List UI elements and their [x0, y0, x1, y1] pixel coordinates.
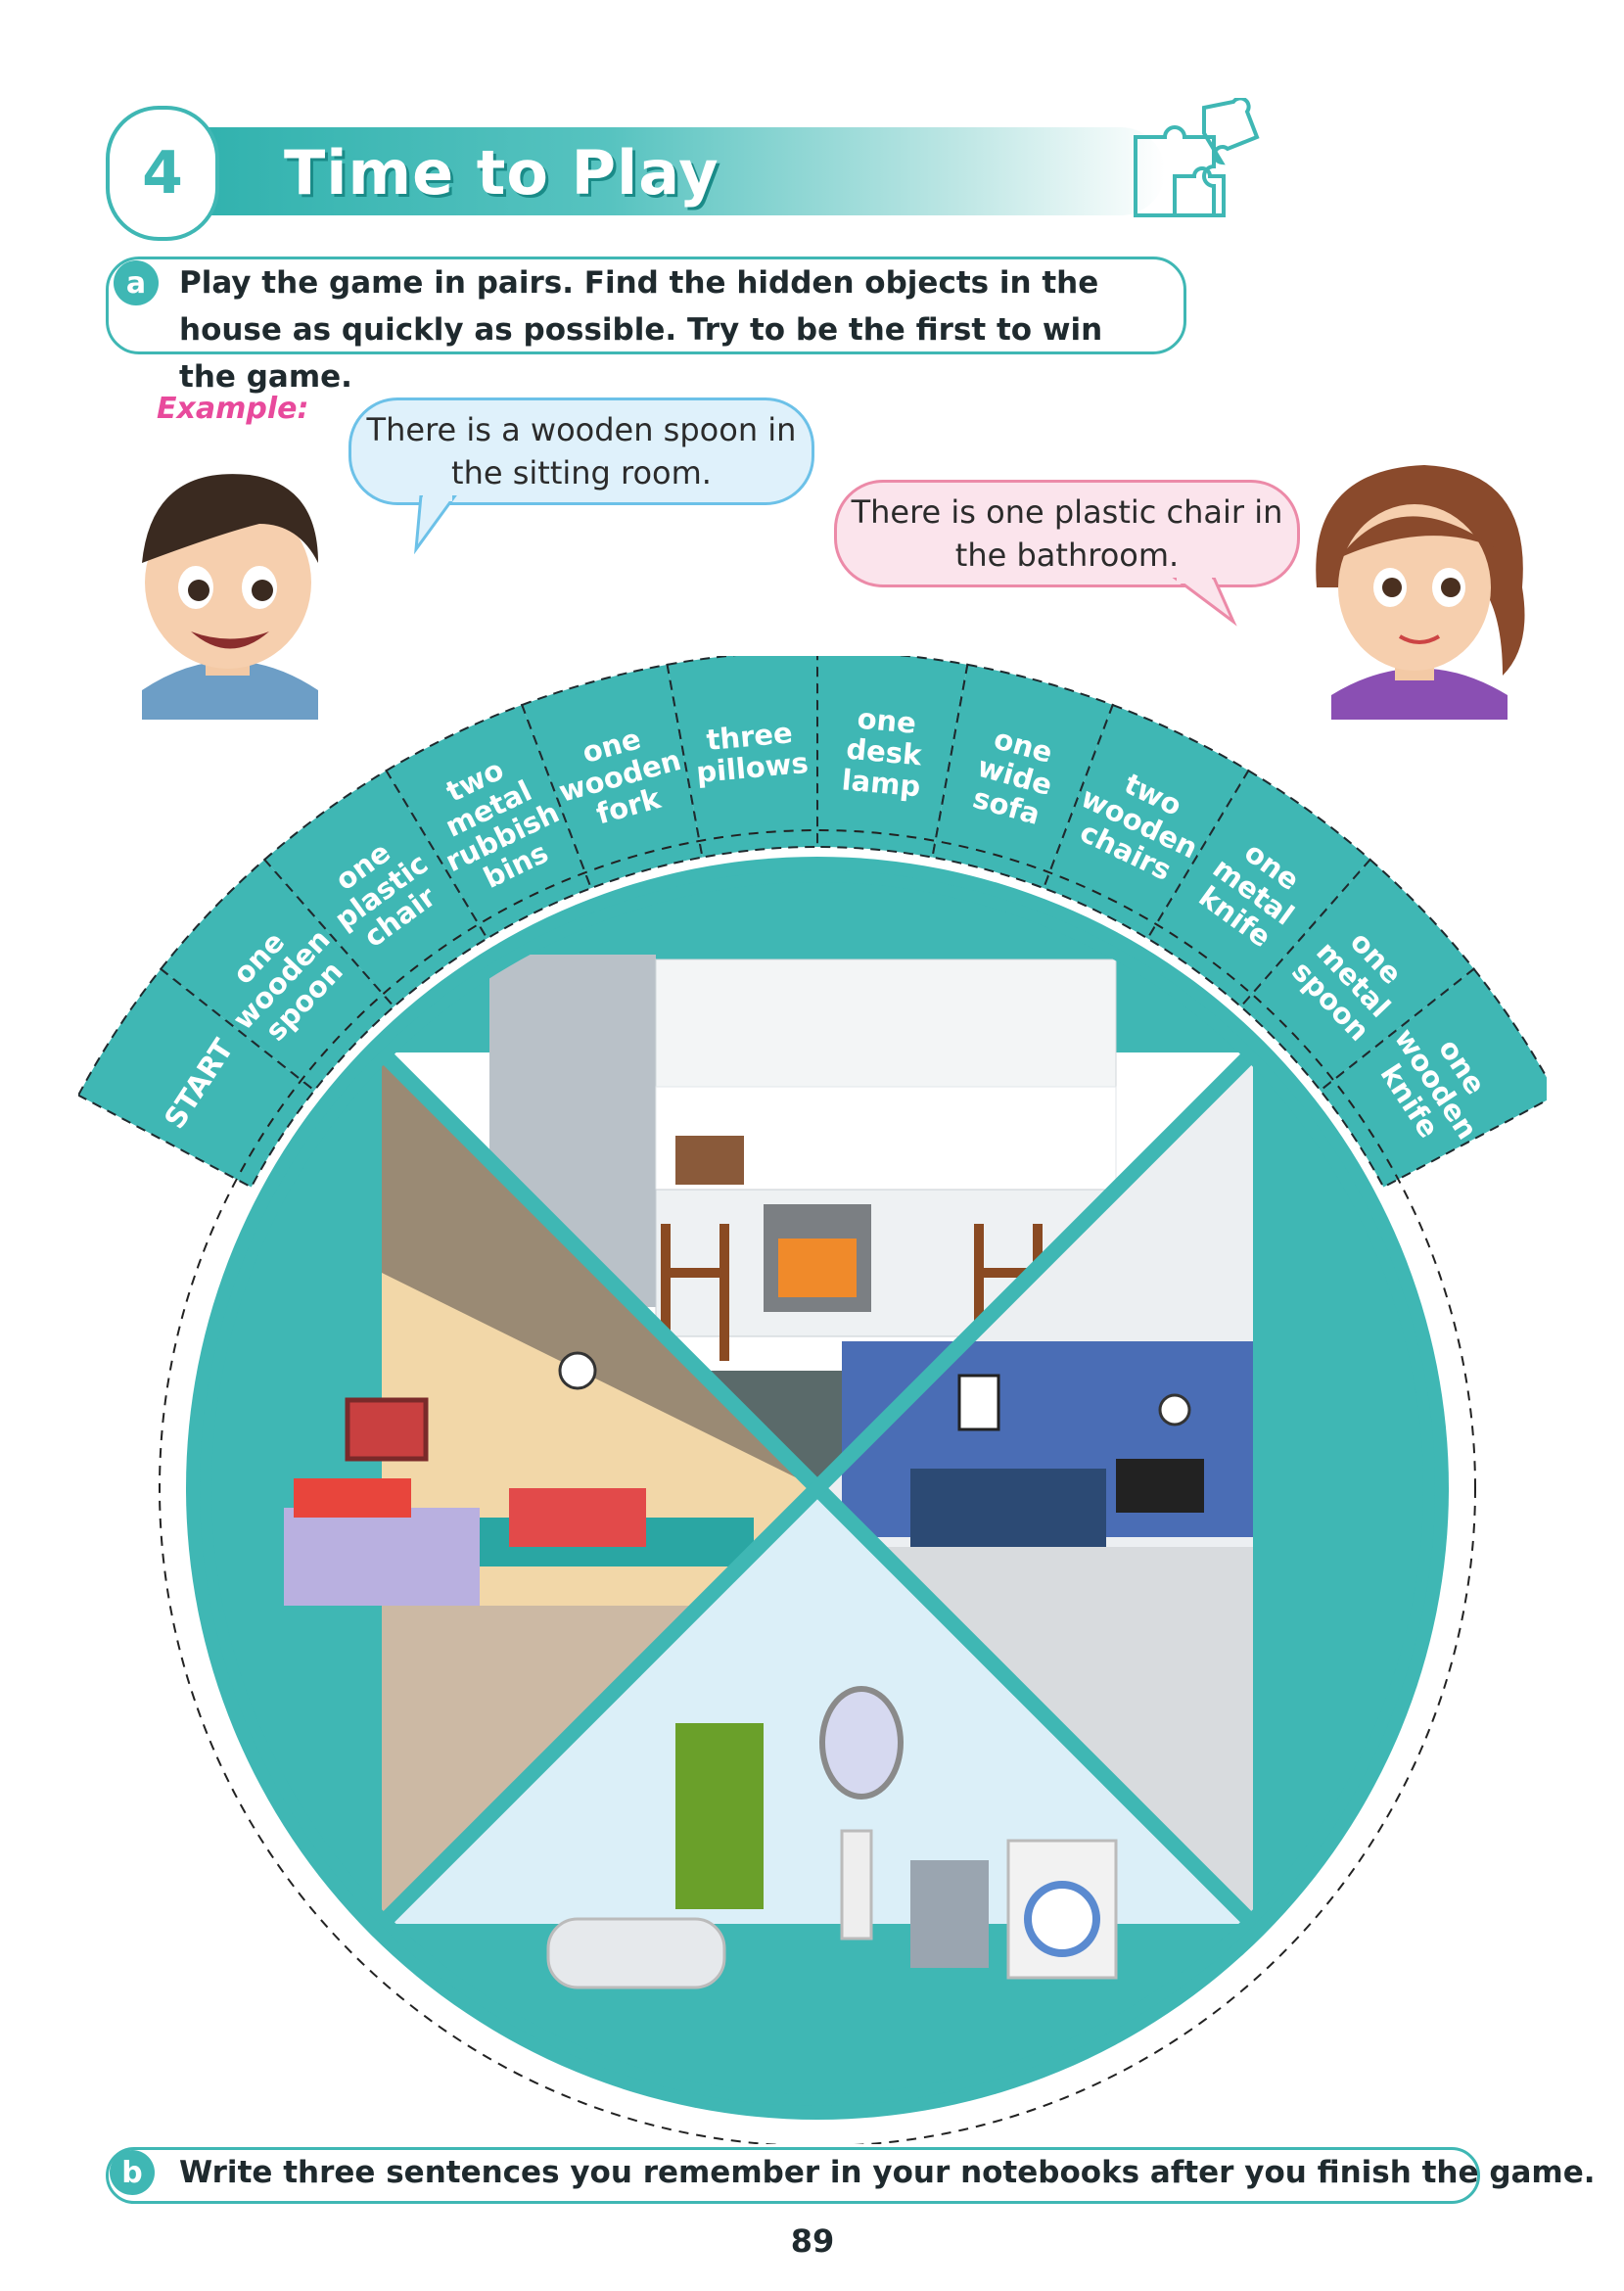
puzzle-icon [1134, 98, 1260, 217]
board-space [816, 656, 969, 859]
board-space [78, 967, 316, 1189]
board-space-label: onewidesofa [965, 720, 1064, 832]
board-space-word: one [856, 702, 917, 740]
instruction-b-box [106, 2147, 1480, 2204]
board-space [666, 656, 818, 859]
instruction-a-text: Play the game in pairs. Find the hidden … [179, 265, 1103, 395]
board-space-label: onedesklamp [840, 701, 927, 804]
page-number: 89 [790, 2222, 835, 2260]
board-space-word: desk [845, 732, 923, 772]
page-title: Time to Play [284, 137, 719, 209]
board-space [1319, 967, 1547, 1189]
boy-illustration [142, 474, 318, 720]
board-space [1042, 703, 1250, 940]
instruction-a-letter: a [114, 260, 159, 305]
instruction-b-text: Write three sentences you remember in yo… [179, 2155, 1596, 2190]
board-space [1239, 858, 1476, 1093]
board-space [159, 858, 395, 1093]
board-space [931, 663, 1115, 890]
board-space [262, 769, 489, 1008]
board-space-word: lamp [840, 763, 921, 803]
board-space-word: three [705, 716, 794, 757]
speech-bubble-girl: There is one plastic chair in the bathro… [834, 480, 1300, 587]
instruction-a-box [106, 257, 1186, 354]
board-ring: STARTonewoodenspoononeplasticchairtwomet… [78, 656, 1547, 1189]
header-banner [157, 127, 1165, 215]
game-board: STARTonewoodenspoononeplasticchairtwomet… [78, 656, 1547, 2144]
example-label: Example: [157, 392, 309, 426]
instruction-b-letter: b [110, 2150, 155, 2195]
girl-illustration [1316, 465, 1525, 720]
section-number-badge: 4 [106, 106, 219, 241]
board-space [1145, 769, 1372, 1008]
bubble-tail-girl [1172, 578, 1237, 627]
bubble-tail-boy [414, 495, 457, 554]
speech-bubble-boy: There is a wooden spoon in the sitting r… [348, 397, 814, 505]
bathroom-area [382, 1488, 1253, 1924]
board-space [520, 663, 704, 890]
board-space [385, 703, 593, 940]
